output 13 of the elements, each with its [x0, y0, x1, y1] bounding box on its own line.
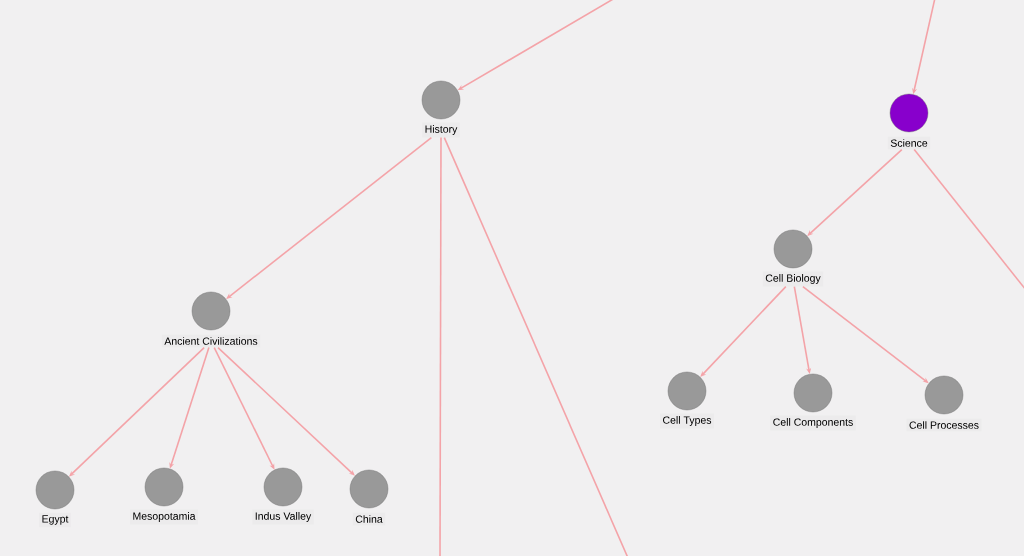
node-label: Cell Types [663, 416, 712, 426]
arrow [213, 346, 275, 470]
node-label: Science [890, 139, 928, 147]
node-label: Mesopotamia [133, 512, 196, 522]
node-label: Cell Biology [765, 274, 821, 284]
arrow [217, 346, 355, 476]
node-label: History [425, 125, 458, 135]
node-label: China [355, 515, 383, 523]
node-label: Egypt [42, 515, 69, 525]
node-label: Cell Processes [909, 421, 979, 429]
node-label: Cell Components [773, 418, 853, 428]
node-label: Indus Valley [255, 512, 312, 522]
node-label: Ancient Civilizations [164, 337, 258, 345]
